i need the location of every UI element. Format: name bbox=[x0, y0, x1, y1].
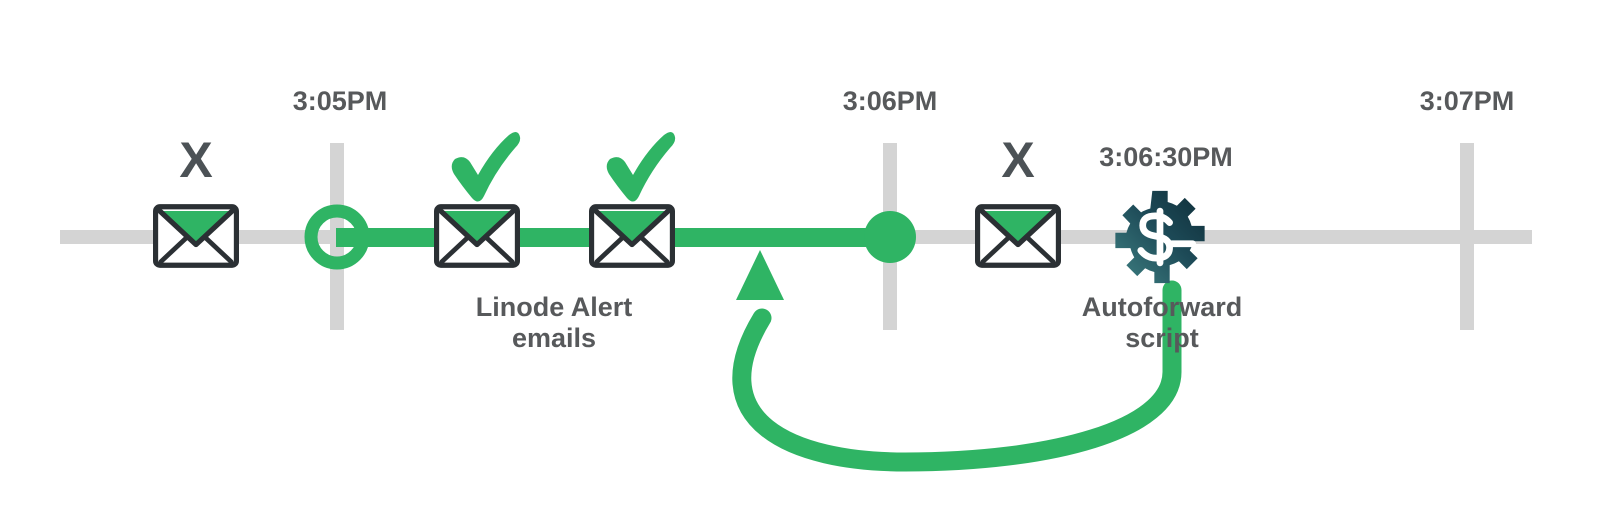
label-linode-alert-emails: Linode Alert emails bbox=[476, 292, 633, 353]
check-icon bbox=[606, 131, 676, 202]
feedback-arrow-curve bbox=[732, 280, 1182, 472]
check-icon bbox=[451, 131, 521, 202]
tick-label-3-06pm: 3:06PM bbox=[843, 86, 938, 116]
label-autoforward-script: Autoforward script bbox=[1082, 292, 1242, 353]
event-blocked-email-2[interactable]: X bbox=[978, 132, 1059, 265]
label-line-2: script bbox=[1125, 323, 1199, 353]
x-mark-icon: X bbox=[1001, 132, 1034, 188]
envelope-icon bbox=[437, 207, 518, 265]
filled-circle-marker bbox=[864, 211, 916, 263]
envelope-icon bbox=[978, 207, 1059, 265]
label-line-1: Autoforward bbox=[1082, 292, 1242, 322]
feedback-arrow-head bbox=[736, 250, 784, 300]
envelope-icon bbox=[156, 207, 237, 265]
gear-dollar-icon bbox=[1115, 191, 1204, 283]
tick-label-3-07pm: 3:07PM bbox=[1420, 86, 1515, 116]
label-line-2: emails bbox=[512, 323, 596, 353]
tick-3-05pm[interactable]: 3:05PM bbox=[293, 86, 388, 330]
label-line-1: Linode Alert bbox=[476, 292, 633, 322]
event-linode-alert-1[interactable] bbox=[437, 131, 521, 265]
event-blocked-email-1[interactable]: X bbox=[156, 132, 237, 265]
event-linode-alert-2[interactable] bbox=[592, 131, 676, 265]
x-mark-icon: X bbox=[179, 132, 212, 188]
autoforward-feedback-arrow bbox=[732, 250, 1182, 472]
annotation-time-autoforward: 3:06:30PM bbox=[1099, 142, 1233, 172]
tick-3-06pm[interactable]: 3:06PM bbox=[843, 86, 938, 330]
tick-label-3-05pm: 3:05PM bbox=[293, 86, 388, 116]
envelope-icon bbox=[592, 207, 673, 265]
tick-3-07pm[interactable]: 3:07PM bbox=[1420, 86, 1515, 330]
tick-mark-vertical bbox=[1460, 143, 1474, 330]
event-autoforward-script[interactable]: 3:06:30PM bbox=[1099, 142, 1233, 283]
